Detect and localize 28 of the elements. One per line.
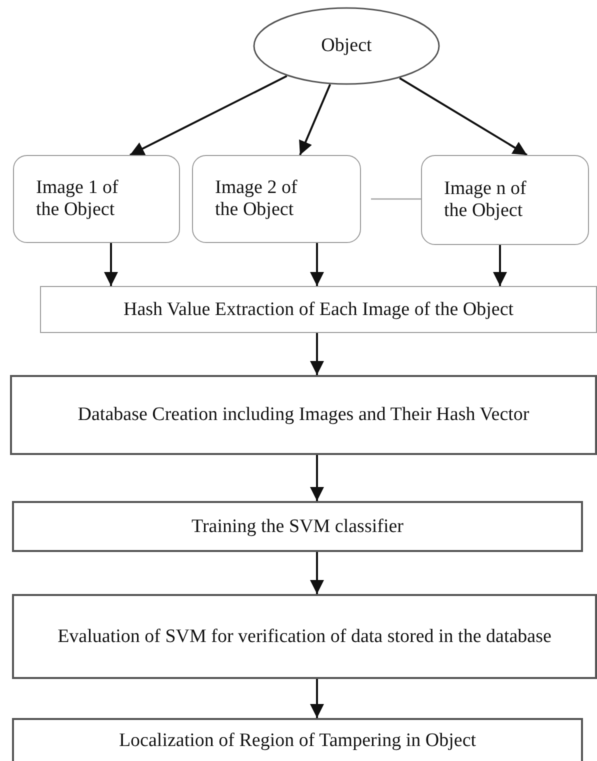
- node-label: Evaluation of SVM for verification of data stored in the database: [56, 626, 552, 648]
- process-box: [12, 718, 583, 761]
- process-box: [12, 501, 583, 552]
- arrow: [130, 75, 288, 156]
- image-box: [192, 155, 361, 243]
- arrow: [493, 245, 507, 286]
- process-box: [12, 594, 597, 679]
- arrow: [399, 77, 528, 156]
- node-label: Image 2 of the Object: [215, 177, 298, 221]
- node-label: Object: [321, 35, 372, 57]
- process-box: [40, 286, 597, 333]
- arrow: [310, 333, 324, 375]
- arrow: [104, 243, 118, 286]
- process-box: [10, 375, 597, 455]
- node-label: Image n of the Object: [444, 178, 528, 222]
- image-box: [13, 155, 180, 243]
- node-label: Database Creation including Images and Their Hash Vector: [76, 404, 530, 426]
- arrow: [310, 552, 324, 594]
- image-box: [421, 155, 589, 245]
- node-label: Hash Value Extraction of Each Image of the Object: [122, 298, 515, 320]
- connector-line: [371, 198, 421, 200]
- arrow: [310, 679, 324, 718]
- arrow: [299, 84, 332, 156]
- node-label: Image 1 of the Object: [36, 177, 120, 221]
- arrow: [310, 243, 324, 286]
- node-label: Training the SVM classifier: [190, 516, 404, 538]
- arrow: [310, 455, 324, 501]
- node-label: Localization of Region of Tampering in Object: [118, 730, 478, 752]
